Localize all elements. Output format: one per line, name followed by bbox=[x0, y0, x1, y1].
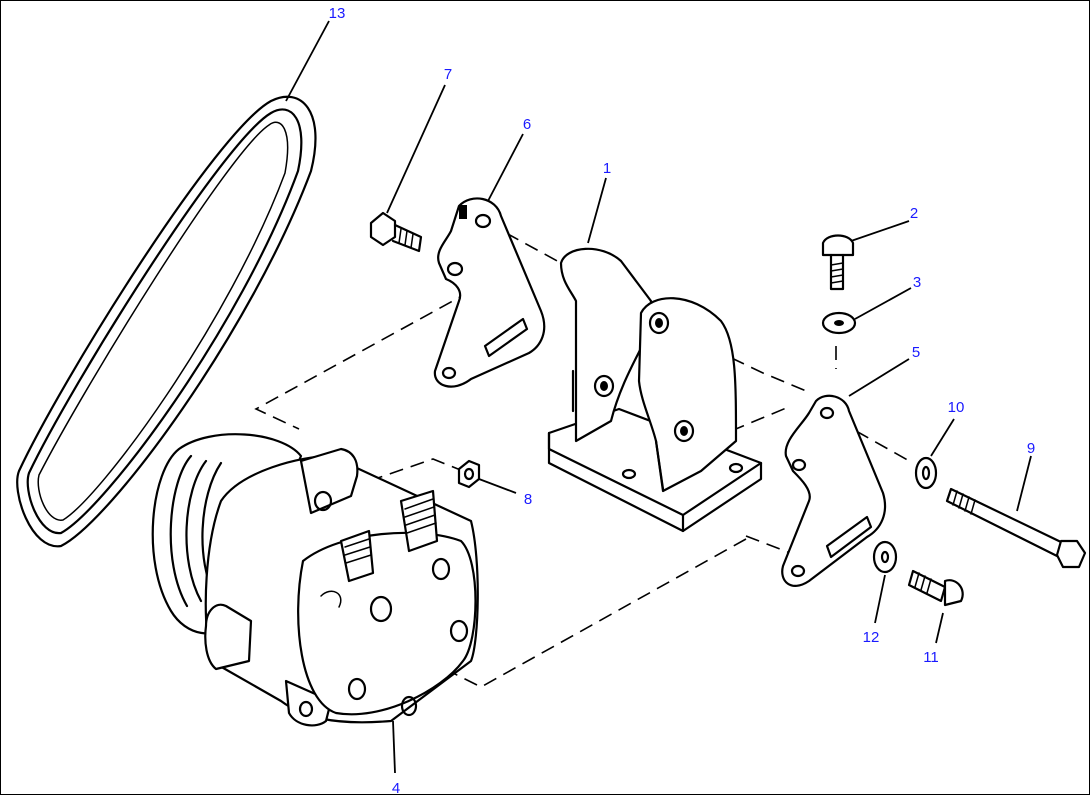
washer-10 bbox=[914, 456, 938, 490]
callout-8: 8 bbox=[524, 491, 532, 508]
drive-belt bbox=[16, 95, 317, 548]
callout-5: 5 bbox=[912, 344, 920, 361]
bracket-6 bbox=[433, 197, 546, 388]
leader-lines bbox=[285, 20, 1032, 774]
bolt-11 bbox=[907, 569, 964, 607]
washer-12 bbox=[872, 540, 898, 574]
callout-11: 11 bbox=[923, 649, 939, 666]
compressor-4 bbox=[151, 433, 479, 727]
bracket-5 bbox=[781, 394, 887, 587]
callout-12: 12 bbox=[863, 629, 880, 646]
callout-3: 3 bbox=[913, 274, 921, 291]
mounting-base-1 bbox=[547, 247, 763, 533]
callout-9: 9 bbox=[1027, 440, 1035, 457]
callout-6: 6 bbox=[523, 116, 531, 133]
bolt-2 bbox=[821, 234, 855, 291]
callout-13: 13 bbox=[329, 5, 346, 22]
callout-2: 2 bbox=[910, 205, 918, 222]
callout-labels: 13 1 2 3 4 5 6 7 8 9 10 11 12 bbox=[329, 5, 1036, 796]
washer-3 bbox=[821, 311, 857, 335]
nut-8 bbox=[457, 459, 481, 489]
callout-4: 4 bbox=[392, 780, 400, 796]
bolt-9 bbox=[945, 487, 1087, 569]
callout-10: 10 bbox=[948, 399, 965, 416]
callout-1: 1 bbox=[603, 160, 611, 177]
callout-7: 7 bbox=[444, 66, 452, 83]
bolt-7 bbox=[369, 211, 423, 253]
